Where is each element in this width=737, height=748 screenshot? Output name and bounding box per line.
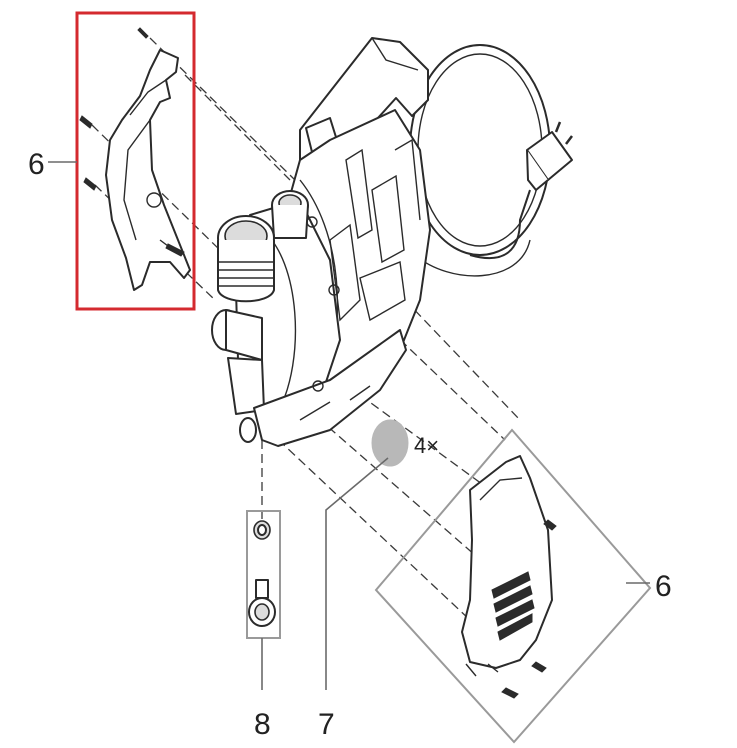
rubber-foot-icon (371, 419, 409, 467)
callout-right-cover: 6 (655, 570, 672, 603)
left-cover-part[interactable] (75, 11, 196, 311)
drain-plug-part[interactable] (246, 510, 281, 639)
plug-icon (526, 121, 573, 191)
filler-cap-icon (271, 190, 309, 239)
right-cover-part[interactable] (374, 428, 652, 744)
quantity-label: 4× (414, 433, 439, 458)
callout-foot: 7 (318, 708, 335, 741)
rubber-foot-part[interactable]: 4× (371, 419, 439, 467)
highlight-frame (75, 11, 196, 311)
inlet-port (211, 309, 265, 443)
callout-drain-plug: 8 (254, 708, 271, 741)
left-cover-shell (105, 49, 191, 291)
leader-lines (48, 161, 650, 690)
drain-plug-frame (246, 510, 281, 639)
drain-plug-icon (248, 579, 276, 627)
screw-icon (501, 519, 557, 699)
callout-left-cover: 6 (28, 148, 45, 181)
outlet-port (217, 215, 275, 303)
pump-body (211, 37, 431, 447)
power-cord (409, 44, 573, 277)
right-cover-frame (374, 428, 652, 744)
screw-icon (79, 27, 149, 191)
o-ring-icon (253, 520, 271, 540)
vent-grille (491, 571, 535, 641)
